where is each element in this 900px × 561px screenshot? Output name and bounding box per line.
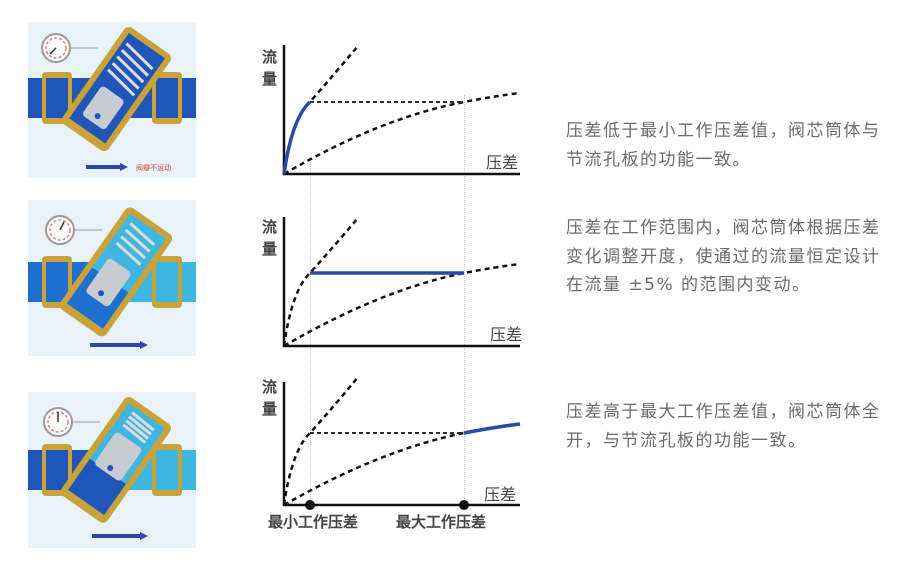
active-curve (282, 100, 312, 175)
description-below-min: 压差低于最小工作压差值，阀芯筒体与节流孔板的功能一致。 (566, 121, 881, 170)
valve-illustration-closed: 阀瓣不运动 (28, 22, 196, 178)
flow-chart-below-min: 流 量 压差 (255, 30, 535, 190)
max-dp-marker (459, 500, 469, 510)
svg-text:流: 流 (262, 378, 277, 396)
y-axis-label-2: 量 (262, 70, 277, 88)
min-dp-marker (305, 500, 315, 510)
flow-chart-within-range: 流 量 压差 (255, 200, 535, 360)
x-axis-label: 压差 (490, 325, 522, 344)
x-axis-label: 压差 (484, 485, 516, 504)
x-axis-label: 压差 (486, 153, 518, 172)
flow-chart-above-max: 流 量 压差 最小工作压差 最大工作压差 (255, 370, 535, 561)
min-dp-label: 最小工作压差 (268, 513, 358, 531)
active-curve (463, 422, 521, 435)
max-dp-label: 最大工作压差 (396, 513, 486, 531)
description-above-max: 压差高于最大工作压差值，阀芯筒体全开，与节流孔板的功能一致。 (566, 402, 881, 451)
valve-illustration-regulating (28, 200, 196, 356)
svg-text:量: 量 (262, 240, 277, 258)
description-within-range: 压差在工作范围内，阀芯筒体根据压差变化调整开度，使通过的流量恒定设计在流量 ±5… (566, 218, 881, 295)
svg-text:流: 流 (262, 218, 277, 236)
max-dp-guide-line (464, 95, 465, 505)
valve-illustration-fully-open (28, 392, 196, 548)
svg-text:量: 量 (262, 400, 277, 418)
y-axis-label-1: 流 (262, 48, 277, 66)
valve-annotation: 阀瓣不运动 (136, 163, 171, 172)
